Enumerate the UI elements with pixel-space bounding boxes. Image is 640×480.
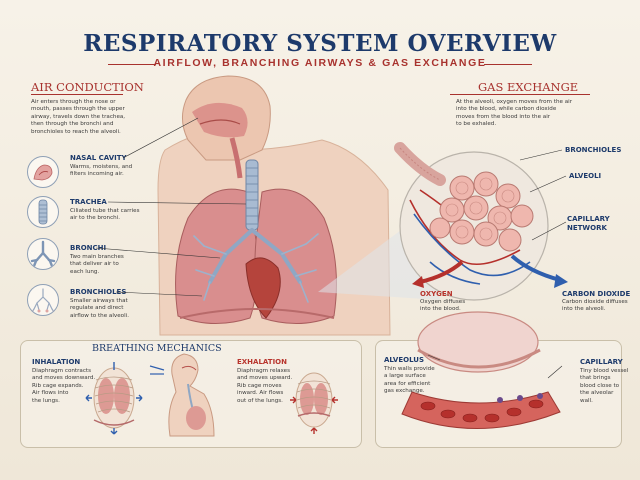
air-conduction-underline — [31, 94, 123, 95]
bronchi-icon — [27, 238, 59, 270]
carbon-dioxide-desc: Carbon dioxide diffuses into the alveoli… — [562, 299, 628, 313]
gas-exchange-intro: At the alveoli, oxygen moves from the ai… — [456, 99, 573, 128]
trachea-label: TRACHEA — [70, 198, 107, 206]
nasal-cavity-desc: Warms, moistens, and filters incoming ai… — [70, 164, 133, 178]
bronchi-label: BRONCHI — [70, 244, 107, 252]
subtitle-rule-right — [484, 64, 532, 65]
oxygen-label: OXYGEN — [420, 290, 453, 298]
bronchioles-icon — [27, 284, 59, 316]
bronchioles-desc: Smaller airways that regulate and direct… — [70, 298, 129, 319]
gas-exchange-underline — [450, 94, 590, 95]
air-conduction-intro: Air enters through the nose or mouth, pa… — [31, 99, 126, 135]
exhalation-desc: Diaphragm relaxes and moves upward. Rib … — [237, 368, 293, 404]
exhalation-label: EXHALATION — [237, 358, 287, 366]
page-title: RESPIRATORY SYSTEM OVERVIEW — [83, 30, 557, 57]
nasal-cavity-icon — [27, 156, 59, 188]
bronchioles-callout: BRONCHIOLES — [565, 146, 622, 154]
bronchi-desc: Two main branches that deliver air to ea… — [70, 254, 124, 275]
air-conduction-heading: AIR CONDUCTION — [31, 80, 144, 94]
page-subtitle: AIRFLOW, BRANCHING AIRWAYS & GAS EXCHANG… — [153, 57, 487, 69]
inhalation-ribcage — [85, 362, 143, 435]
breathing-mechanics-heading: BREATHING MECHANICS — [92, 343, 222, 354]
alveolus-desc: Thin walls provide a large surface area … — [384, 366, 435, 395]
exhalation-ribcage — [290, 372, 338, 434]
subtitle-rule-left — [108, 64, 156, 65]
side-profile-figure — [149, 353, 215, 437]
alveolus-label: ALVEOLUS — [384, 356, 425, 364]
carbon-dioxide-label: CARBON DIOXIDE — [562, 290, 631, 298]
trachea-icon — [27, 196, 59, 228]
capillary-label: CAPILLARY — [580, 358, 623, 366]
inhalation-desc: Diaphragm contracts and moves downward. … — [32, 368, 96, 404]
alveoli-callout: ALVEOLI — [569, 172, 602, 180]
bronchioles-label: BRONCHIOLES — [70, 288, 127, 296]
nasal-cavity-label: NASAL CAVITY — [70, 154, 127, 162]
inhalation-label: INHALATION — [32, 358, 81, 366]
trachea-desc: Ciliated tube that carries air to the br… — [70, 208, 140, 222]
oxygen-desc: Oxygen diffuses into the blood. — [420, 299, 466, 313]
capillary-desc: Tiny blood vessel that brings blood clos… — [580, 368, 629, 404]
capillary-network-callout: CAPILLARY NETWORK — [567, 215, 610, 232]
gas-exchange-heading: GAS EXCHANGE — [478, 80, 579, 94]
